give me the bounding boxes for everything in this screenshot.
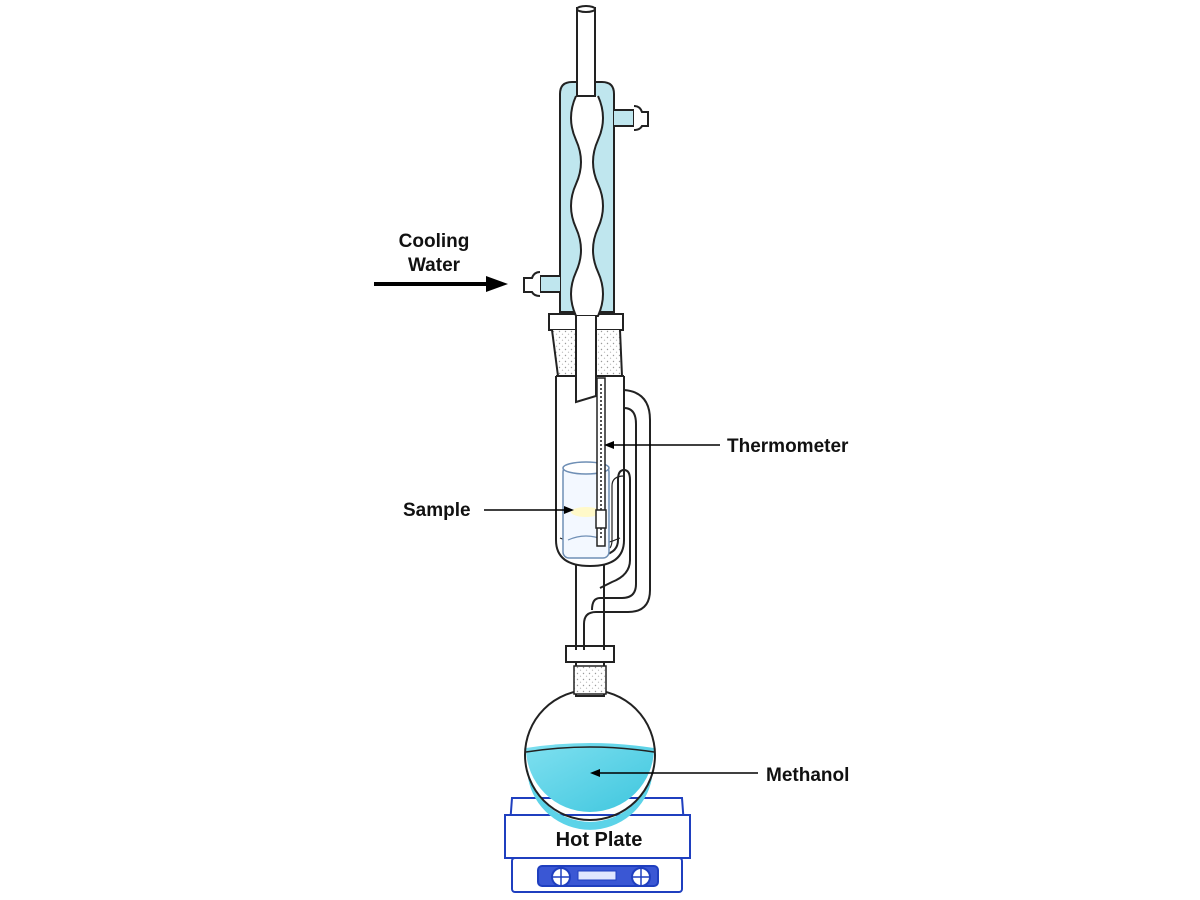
cooling-water-label: Cooling Water <box>378 230 490 278</box>
methanol-pointer <box>590 769 758 777</box>
cooling-water-arrow <box>374 276 508 292</box>
cooling-water-label-line1: Cooling <box>398 231 470 252</box>
cooling-water-label-line2: Water <box>407 255 461 276</box>
soxhlet-extractor <box>548 313 651 650</box>
methanol-liquid <box>526 743 654 812</box>
thermometer-pointer <box>604 441 720 449</box>
thermometer-label: Thermometer <box>727 436 849 457</box>
sample-label: Sample <box>403 500 471 521</box>
hot-plate-knob-right-icon <box>631 867 651 887</box>
hot-plate <box>504 797 691 893</box>
sample-pointer <box>484 506 574 514</box>
thermometer <box>595 377 607 547</box>
round-bottom-flask <box>524 645 656 830</box>
hot-plate-label: Hot Plate <box>555 829 643 851</box>
condenser <box>523 5 649 404</box>
methanol-label: Methanol <box>766 765 850 786</box>
hot-plate-knob-left-icon <box>551 867 571 887</box>
